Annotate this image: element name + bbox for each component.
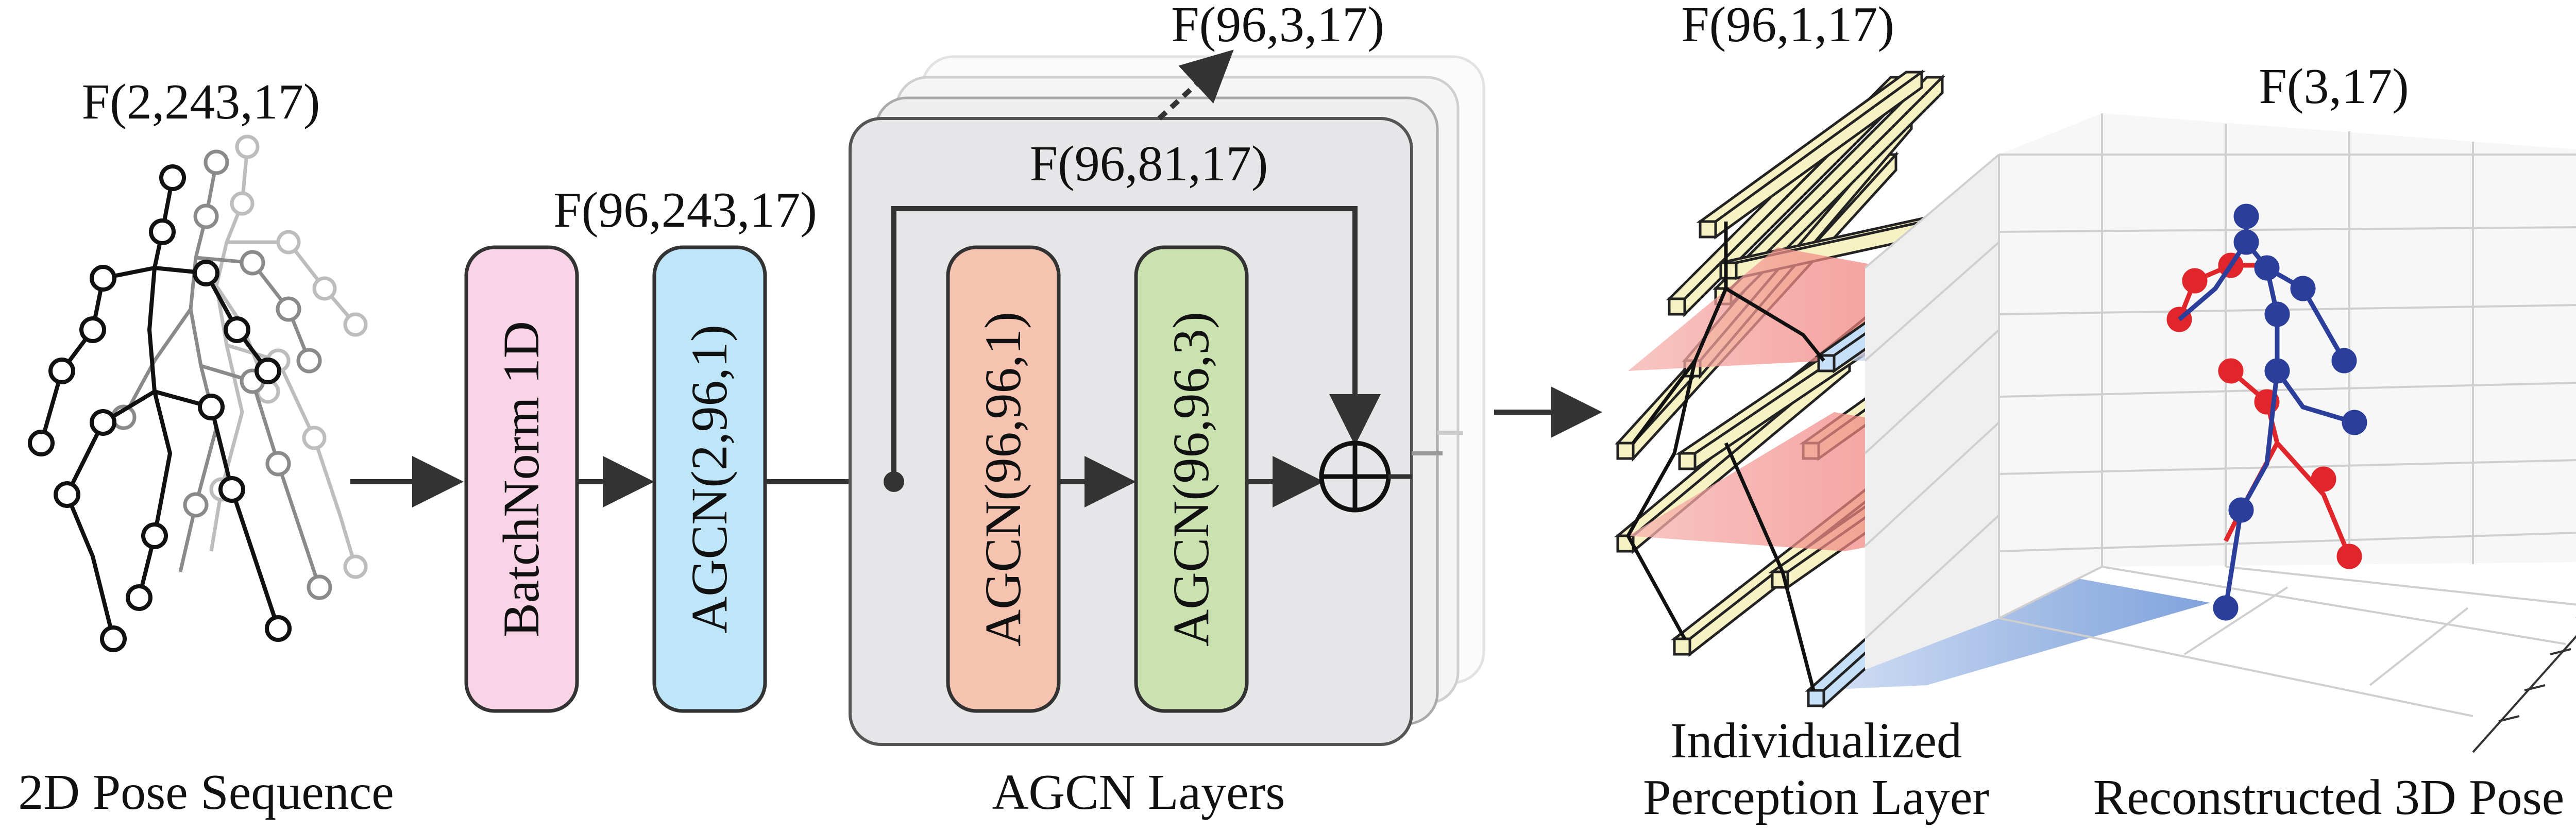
agcn-layers-caption: AGCN Layers xyxy=(992,765,1285,820)
perception-caption-line1: Individualized xyxy=(1670,713,1962,769)
blue-projection-lower xyxy=(1814,556,2210,690)
pose-sequence-caption: 2D Pose Sequence xyxy=(18,765,394,820)
plot-3d xyxy=(1864,113,2576,753)
output-dim-label: F(3,17) xyxy=(2259,59,2409,114)
after-norm-dim-label: F(96,243,17) xyxy=(553,182,817,238)
agcn-out-dim-label: F(96,3,17) xyxy=(1171,0,1384,53)
agcn-input-label: AGCN(2,96,1) xyxy=(681,325,738,634)
pose-skeleton-front xyxy=(28,164,292,652)
agcn-b-label: AGCN(96,96,3) xyxy=(1162,312,1219,647)
reconstructed-caption: Reconstructed 3D Pose xyxy=(2093,770,2565,825)
residual-connection xyxy=(891,206,1381,482)
batchnorm-label: BatchNorm 1D xyxy=(493,321,550,637)
inner-dim-label: F(96,81,17) xyxy=(1030,136,1268,192)
sum-node xyxy=(1319,440,1391,513)
perception-in-dim-label: F(96,1,17) xyxy=(1681,0,1894,53)
pose-skeleton-back xyxy=(209,134,368,579)
pose-skeleton-mid xyxy=(111,149,332,600)
agcn-layer-main xyxy=(849,117,1413,746)
residual-branch-dot xyxy=(884,471,904,492)
perception-caption-line2: Perception Layer xyxy=(1643,770,1989,825)
input-dim-label: F(2,243,17) xyxy=(82,74,320,130)
plot-3d-axis-edge xyxy=(2472,635,2576,753)
plot-3d-grid xyxy=(1864,113,2576,717)
pose-3d-blue xyxy=(2178,203,2367,621)
agcn-a-label: AGCN(96,96,1) xyxy=(974,312,1031,647)
pose-sequence-figure xyxy=(28,134,368,652)
